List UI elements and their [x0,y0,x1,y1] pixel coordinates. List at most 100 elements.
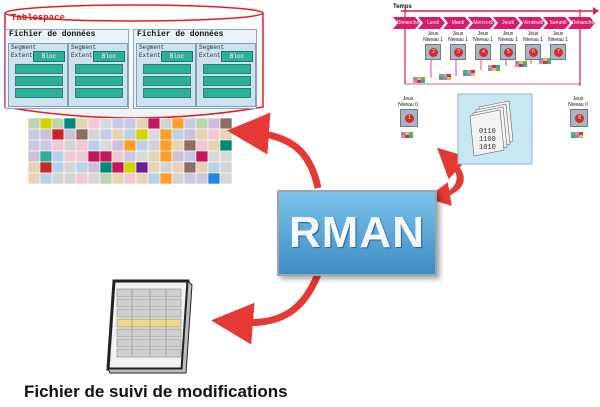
level1-line2: Niveau 1 [423,37,443,43]
block-thumbnail [571,132,583,138]
rman-label: RMAN [289,208,425,257]
timeline-graphics [393,7,599,138]
level1-number: 3 [454,48,463,57]
block [75,88,123,98]
block [203,76,251,86]
block [143,64,191,74]
extent-label: Extent [139,52,161,59]
day-label: Mercredi [473,20,493,26]
level0-line1: Jeux [402,96,414,102]
day-arrow [493,17,520,29]
level1-backup-icon: 5 [500,44,516,60]
datafile-title: Fichier de données [137,30,224,39]
day-label: Lundi [426,20,440,26]
day-arrow [393,17,420,29]
block-thumbnail [488,65,500,71]
level0-number: 1 [405,114,414,123]
block [203,88,251,98]
level1-number: 7 [554,48,563,57]
level1-line2: Niveau 1 [448,37,468,43]
day-arrow [568,17,595,29]
bloc-label: Bloc [33,51,65,62]
block-thumbnail [463,70,475,76]
block [143,88,191,98]
block [15,88,63,98]
level0-backup-icon: 8 [570,109,588,127]
day-arrow [443,17,470,29]
level1-line1: Jeux [527,31,539,37]
level1-line2: Niveau 1 [548,37,568,43]
level1-backup-icon: 4 [475,44,491,60]
block [75,76,123,86]
level1-number: 6 [529,48,538,57]
binary-line: 1100 [479,136,496,144]
segment: Segment Extent Bloc [136,43,196,107]
level0-line2: Niveau 0 [398,102,418,108]
block [15,76,63,86]
level1-line2: Niveau 1 [498,37,518,43]
level0-line1: Jeux [572,96,584,102]
day-label: Jeudi [502,20,514,26]
block-thumbnail [515,61,527,67]
day-arrow [543,17,570,29]
day-label: Mardi [451,20,465,26]
day-arrow [418,17,445,29]
block-thumbnail [539,58,551,64]
level1-line2: Niveau 1 [523,37,543,43]
day-arrow [518,17,545,29]
level1-backup-icon: 7 [550,44,566,60]
curved-arrow-icon [211,272,322,345]
level1-number: 2 [429,48,438,57]
block [75,64,123,74]
level1-line1: Jeux [502,31,514,37]
segment-label: Segment [139,44,165,51]
level1-number: 5 [504,48,513,57]
tracking-file-caption: Fichier de suivi de modifications [24,382,288,401]
level1-backup-icon: 2 [425,44,441,60]
extent-label: Extent [199,52,221,59]
segment: Segment Extent Bloc [8,43,68,107]
level0-line2: Niveau 0 [568,102,588,108]
extent-label: Extent [71,52,93,59]
segment: Segment Extent Bloc [68,43,128,107]
level0-number: 8 [575,114,584,123]
day-label: Dimanche [396,20,420,26]
mosaic-block [219,172,233,185]
datafile-1: Fichier de données Segment Extent Bloc S… [5,29,129,109]
bloc-label: Bloc [93,51,125,62]
level1-backup-icon: 6 [525,44,541,60]
level0-backup-icon: 1 [400,109,418,127]
datafile-title: Fichier de données [9,30,96,39]
block-thumbnail [439,74,451,80]
level1-line1: Jeux [552,31,564,37]
segment: Segment Extent Bloc [196,43,256,107]
level1-backup-icon: 3 [450,44,466,60]
block-thumbnail [401,132,413,138]
curved-arrow-icon [426,160,464,206]
day-arrow [468,17,495,29]
block [15,64,63,74]
bloc-label: Bloc [161,51,193,62]
extent-label: Extent [11,52,33,59]
tablespace-title: Tablespace [11,13,66,23]
level1-line2: Niveau 1 [473,37,493,43]
bloc-label: Bloc [221,51,253,62]
rman-box: RMAN [277,190,437,276]
day-label: Vendredi [523,20,543,26]
segment-label: Segment [11,44,37,51]
level1-number: 4 [479,48,488,57]
block [203,64,251,74]
binary-line: 0110 [479,128,496,136]
curved-arrow-icon [227,112,322,189]
segment-label: Segment [199,44,225,51]
day-label: Dimanche [571,20,595,26]
document-table-icon [106,279,193,374]
level1-line1: Jeux [477,31,489,37]
level1-line1: Jeux [452,31,464,37]
level1-line1: Jeux [427,31,439,37]
tablespace-cylinder: Tablespace Fichier de données Segment Ex… [3,3,265,121]
block-mosaic [28,118,233,185]
segment-label: Segment [71,44,97,51]
